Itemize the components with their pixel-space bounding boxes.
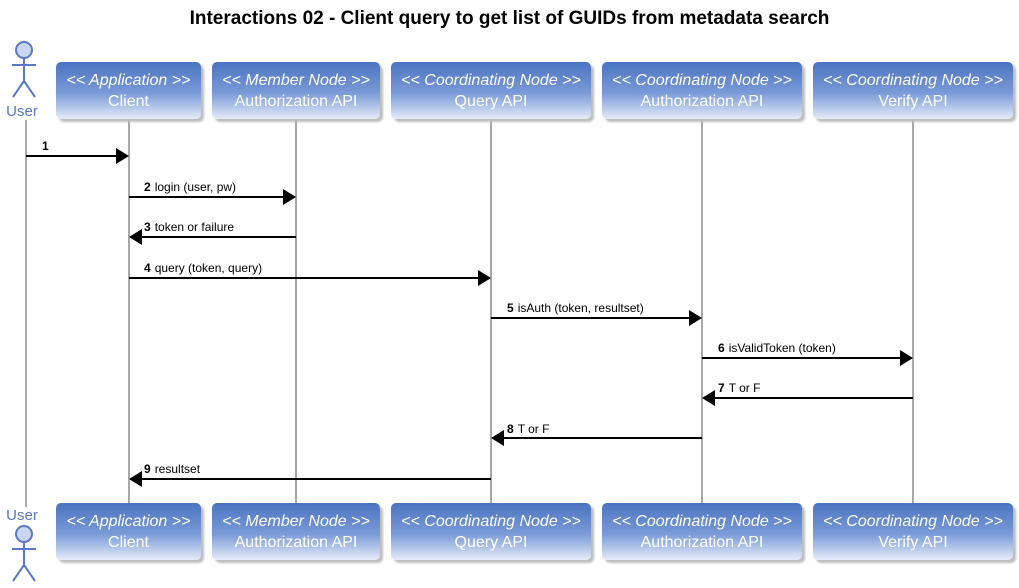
message-arrowhead-1 (116, 148, 129, 164)
participant-box-cn-verify-bottom: << Coordinating Node >> Verify API (813, 503, 1013, 560)
actor-figure-bottom-left-leg (12, 564, 25, 582)
participant-box-cn-query-bottom: << Coordinating Node >> Query API (391, 503, 591, 560)
actor-figure-top-left-leg (12, 80, 25, 98)
participant-name: Authorization API (234, 534, 358, 551)
participant-name: Query API (454, 534, 528, 551)
participant-stereotype: << Coordinating Node >> (401, 513, 581, 530)
participant-name: Authorization API (234, 93, 358, 110)
actor-figure-bottom-head (15, 525, 33, 543)
message-arrowhead-3 (129, 229, 142, 245)
participant-box-client-bottom: << Application >> Client (56, 503, 201, 560)
message-arrowhead-7 (702, 390, 715, 406)
participant-name: Authorization API (640, 534, 764, 551)
actor-label-top: User (6, 103, 38, 120)
participant-stereotype: << Coordinating Node >> (823, 72, 1003, 89)
message-arrowhead-9 (129, 471, 142, 487)
participant-stereotype: << Coordinating Node >> (612, 513, 792, 530)
participant-stereotype: << Coordinating Node >> (612, 72, 792, 89)
participant-stereotype: << Coordinating Node >> (823, 513, 1003, 530)
participant-box-cn-verify-top: << Coordinating Node >> Verify API (813, 62, 1013, 119)
participant-box-mn-auth-top: << Member Node >> Authorization API (212, 62, 380, 119)
participant-stereotype: << Coordinating Node >> (401, 72, 581, 89)
actor-label-bottom: User (6, 507, 38, 524)
participant-stereotype: << Application >> (66, 72, 191, 89)
actor-figure-top-right-leg (23, 80, 36, 98)
message-arrowhead-6 (900, 350, 913, 366)
participant-box-mn-auth-bottom: << Member Node >> Authorization API (212, 503, 380, 560)
participant-stereotype: << Member Node >> (222, 513, 370, 530)
message-arrowhead-5 (689, 310, 702, 326)
participant-name: Query API (454, 93, 528, 110)
participant-box-cn-query-top: << Coordinating Node >> Query API (391, 62, 591, 119)
participant-name: Client (108, 93, 149, 110)
diagram-title: Interactions 02 - Client query to get li… (189, 8, 830, 29)
participant-stereotype: << Member Node >> (222, 72, 370, 89)
actor-figure-top-head (15, 41, 33, 59)
participant-box-client-top: << Application >> Client (56, 62, 201, 119)
message-arrowhead-8 (491, 430, 504, 446)
participant-name: Authorization API (640, 93, 764, 110)
participant-name: Verify API (878, 534, 948, 551)
participant-stereotype: << Application >> (66, 513, 191, 530)
participant-box-cn-auth-top: << Coordinating Node >> Authorization AP… (602, 62, 802, 119)
participant-name: Verify API (878, 93, 948, 110)
message-arrowhead-4 (478, 270, 491, 286)
participant-box-cn-auth-bottom: << Coordinating Node >> Authorization AP… (602, 503, 802, 560)
actor-figure-bottom-right-leg (23, 564, 36, 582)
message-label-1: 1 (42, 139, 49, 153)
message-arrowhead-2 (283, 189, 296, 205)
participant-name: Client (108, 534, 149, 551)
